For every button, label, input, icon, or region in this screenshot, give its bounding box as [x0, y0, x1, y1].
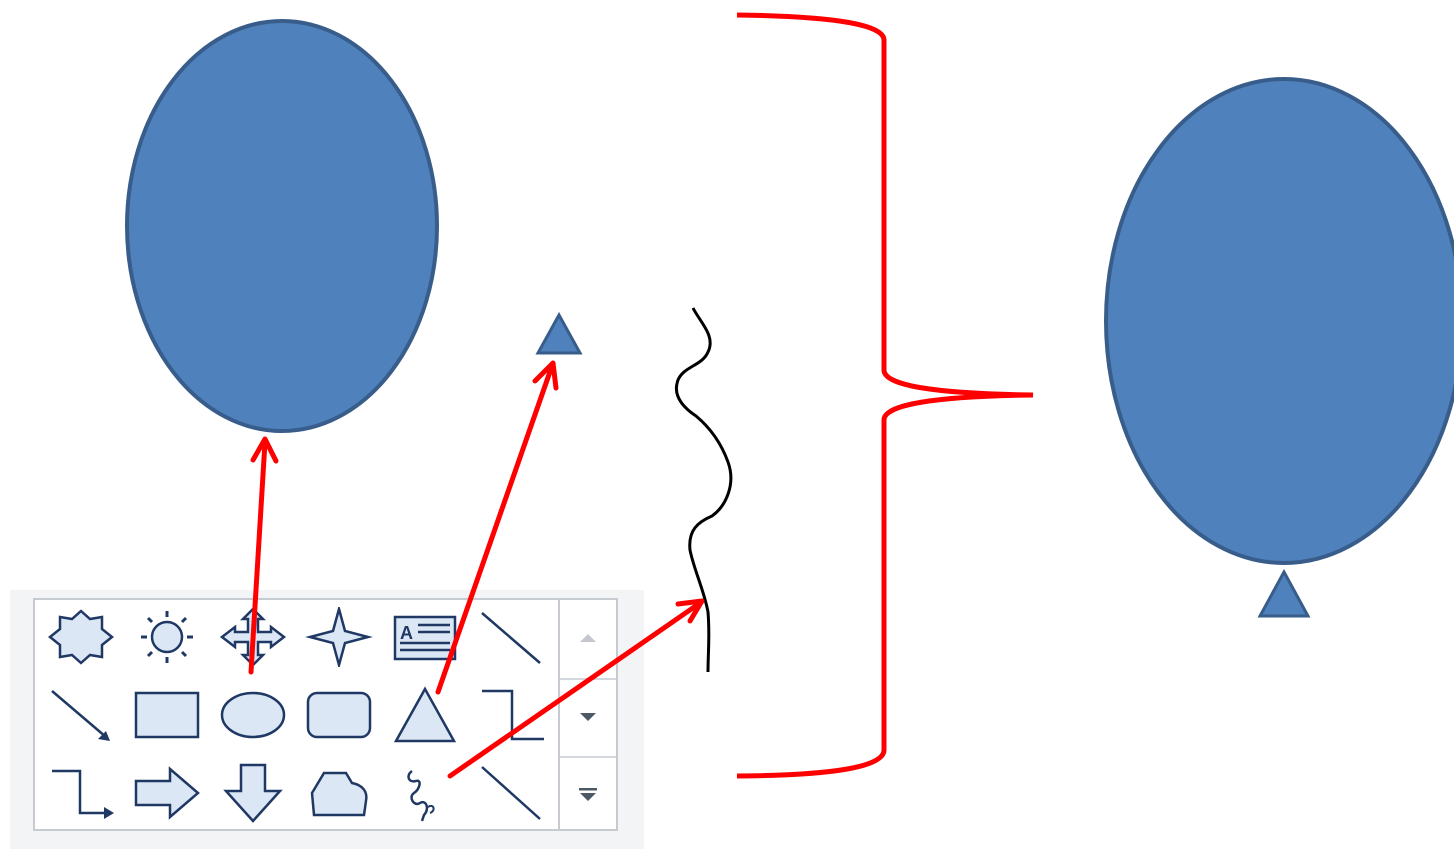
- elbow-arrow-connector-icon: [52, 769, 114, 819]
- scroll-up-icon: [580, 633, 596, 642]
- result-balloon-knot[interactable]: [1257, 568, 1311, 618]
- elbow-connector-tool[interactable]: [471, 680, 551, 750]
- triangle-tool[interactable]: [385, 680, 465, 750]
- sun-tool[interactable]: [127, 602, 207, 672]
- arrow-line-icon: [51, 690, 110, 741]
- arrow-line-tool[interactable]: [41, 680, 121, 750]
- gallery-more-button[interactable]: [560, 756, 616, 831]
- right-arrow-tool[interactable]: [127, 758, 207, 828]
- four-point-star-tool[interactable]: [299, 602, 379, 672]
- rectangle-tool[interactable]: [127, 680, 207, 750]
- rectangle-icon: [134, 691, 200, 739]
- gallery-scrollbar: [560, 598, 618, 831]
- seal-icon: [47, 609, 115, 665]
- arrowhead-balloon: [250, 436, 279, 464]
- four-point-star-icon: [305, 607, 373, 667]
- down-arrow-tool[interactable]: [213, 758, 293, 828]
- arrowhead-small-triangle: [532, 360, 559, 391]
- arrowhead-string: [675, 598, 705, 624]
- right-brace: [736, 12, 1034, 779]
- down-arrow-icon: [223, 763, 283, 823]
- snip-shape-icon: [310, 771, 368, 817]
- triangle-icon: [393, 686, 457, 743]
- oval-tool[interactable]: [213, 680, 293, 750]
- line-tool-2[interactable]: [471, 758, 551, 828]
- oval-icon: [220, 691, 286, 739]
- balloon-oval[interactable]: [125, 19, 439, 433]
- text-box-icon: A: [393, 615, 457, 661]
- gallery-more-icon: [579, 787, 597, 801]
- arrow-scribble-to-string: [447, 600, 703, 779]
- line-icon: [481, 766, 541, 820]
- elbow-arrow-connector-tool[interactable]: [41, 758, 121, 828]
- line-tool[interactable]: [471, 602, 551, 672]
- seal-tool[interactable]: [41, 602, 121, 672]
- line-icon: [481, 612, 541, 664]
- freeform-string[interactable]: [675, 307, 733, 673]
- text-box-tool[interactable]: A: [385, 602, 465, 672]
- scroll-down-icon: [580, 712, 596, 721]
- arrow-triangle-to-small-triangle: [435, 363, 555, 695]
- snip-shape-tool[interactable]: [299, 758, 379, 828]
- scroll-up-button[interactable]: [560, 600, 616, 675]
- rounded-rectangle-tool[interactable]: [299, 680, 379, 750]
- arrow-oval-to-balloon: [248, 439, 268, 675]
- freeform-scribble-icon: [407, 769, 435, 822]
- elbow-connector-icon: [482, 689, 544, 741]
- freeform-scribble-tool[interactable]: [385, 758, 465, 828]
- sun-icon: [141, 611, 193, 663]
- small-triangle[interactable]: [535, 311, 583, 355]
- rounded-rectangle-icon: [306, 691, 372, 739]
- shapes-gallery: A: [33, 598, 560, 831]
- right-arrow-icon: [134, 766, 200, 820]
- svg-text:A: A: [400, 623, 413, 643]
- result-balloon-oval[interactable]: [1104, 77, 1454, 565]
